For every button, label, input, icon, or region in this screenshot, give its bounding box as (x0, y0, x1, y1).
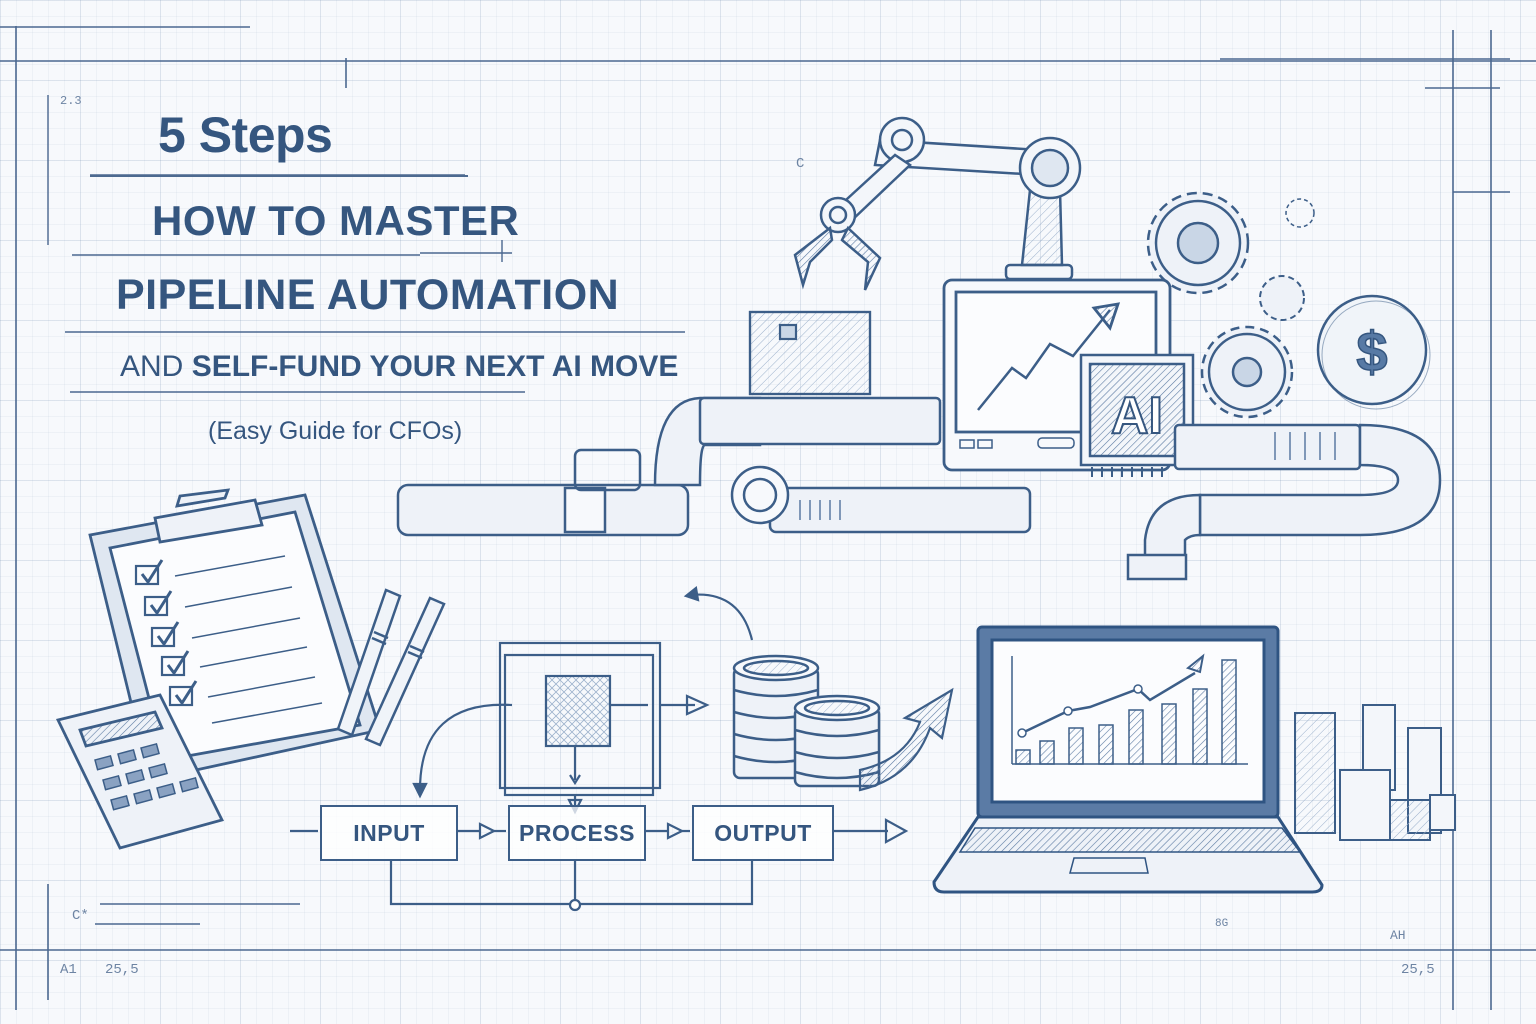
ai-chip-icon (1079, 353, 1195, 477)
robot-arm-icon (793, 116, 1082, 291)
gear-icon-large (1146, 191, 1250, 295)
flow-input-box: INPUT (320, 805, 458, 861)
pipe-vents-icon (799, 432, 1336, 520)
pipeline-icon (396, 396, 1442, 581)
gear-icon-medium (1200, 325, 1294, 419)
annotation-value-left: 25,5 (105, 962, 139, 978)
pen-icon (336, 588, 446, 747)
annotation-value-right: 25,5 (1401, 962, 1435, 978)
checklist-items (134, 555, 323, 724)
gear-icon-small (1259, 198, 1315, 321)
laptop-chart-icon (932, 625, 1324, 894)
annotation-top-left: 2.3 (60, 94, 82, 108)
title-steps: 5 Steps (158, 107, 333, 163)
subtitle: (Easy Guide for CFOs) (208, 417, 463, 445)
annotation-c-bottom: C* (72, 908, 89, 924)
divider (90, 175, 468, 177)
annotation-mid-bottom: 8G (1215, 918, 1229, 930)
annotation-a1: A1 (60, 962, 77, 978)
coin-stack-icon (732, 654, 881, 788)
calculator-icon (55, 693, 225, 850)
package-box-icon (748, 310, 872, 396)
process-diagram-icon (412, 585, 754, 815)
growth-arrow-icon (858, 687, 954, 792)
city-buildings-icon (1294, 704, 1456, 841)
title-and: AND (120, 350, 184, 383)
flow-output-box: OUTPUT (692, 805, 834, 861)
ai-chip-label: AI (1111, 387, 1163, 445)
title-how-to-master: HOW TO MASTER (152, 197, 520, 244)
flow-process-box: PROCESS (508, 805, 646, 861)
title-pipeline-automation: PIPELINE AUTOMATION (116, 271, 620, 319)
dollar-symbol: $ (1356, 320, 1387, 383)
annotation-c-top: C (796, 156, 805, 172)
dollar-coin-icon (1316, 294, 1431, 410)
title-self-fund-main: SELF-FUND YOUR NEXT AI MOVE (191, 350, 679, 383)
laptop-bar-chart (1011, 653, 1248, 765)
title-self-fund: AND SELF-FUND YOUR NEXT AI MOVE (120, 350, 678, 384)
annotation-ah: AH (1390, 928, 1406, 943)
